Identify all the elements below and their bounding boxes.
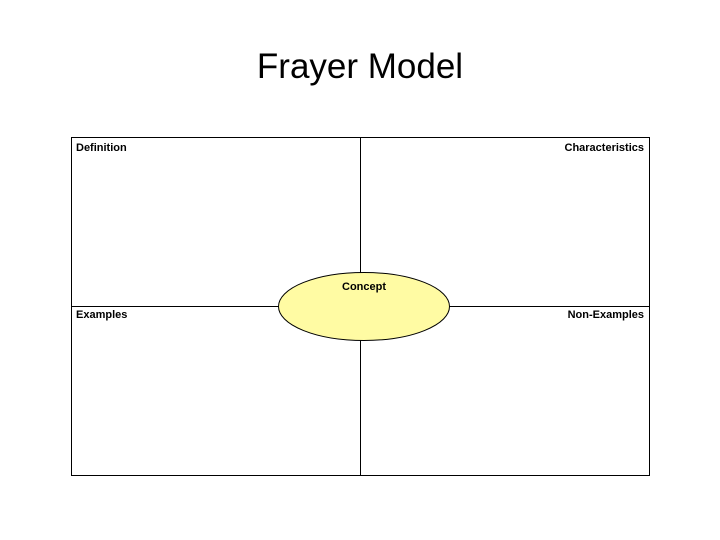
concept-ellipse-shape: [278, 272, 450, 341]
page-title: Frayer Model: [256, 47, 464, 86]
quadrant-label-non-examples: Non-Examples: [567, 309, 644, 321]
concept-label: Concept: [342, 281, 386, 293]
quadrant-label-characteristics: Characteristics: [564, 142, 645, 154]
quadrant-label-definition: Definition: [76, 142, 127, 154]
quadrant-label-examples: Examples: [76, 309, 128, 321]
concept-node: Concept: [278, 272, 450, 341]
